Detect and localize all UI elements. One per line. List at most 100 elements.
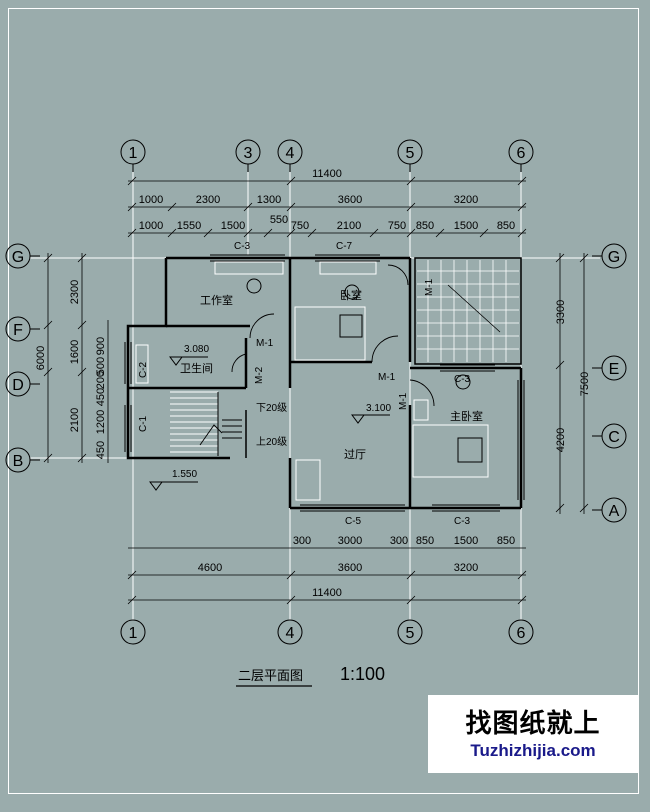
axis-label-bottom-5: 5: [406, 625, 415, 642]
dim-top-row1-5: 3200: [454, 194, 478, 206]
axis-label-bottom-1: 1: [129, 625, 138, 642]
room-label-bathroom: 卫生间: [180, 361, 213, 375]
elevation-labels: 3.080 3.100 1.550: [172, 344, 391, 480]
axis-label-left-g: G: [12, 249, 24, 266]
wall-west: [126, 258, 230, 460]
dim-top-row2-9: 1500: [454, 220, 478, 232]
dim-left-part-3: 2100: [69, 408, 81, 432]
dim-left-fine-5: 1200: [95, 410, 107, 434]
dim-left-fine-2: 500: [95, 357, 107, 375]
door-swings: [231, 264, 435, 407]
drawing-title-block: 二层平面图 1:100: [236, 664, 385, 687]
door-tag-m1-study: M-1: [256, 338, 274, 349]
dim-left-fine-3: 200: [95, 371, 107, 389]
dimensions-right: 3300 4200 7500: [555, 300, 591, 452]
window-tag-c7-top: C-7: [336, 241, 353, 252]
axis-label-bottom-4: 4: [286, 625, 295, 642]
opening-tags: C-3 C-7 C-3 C-5 C-3 C-2 C-1 M-1 M-2 M-1 …: [138, 241, 471, 527]
door-bedroom: [371, 335, 399, 363]
axis-grid-lines: [30, 170, 600, 620]
drawing-scale: 1:100: [340, 664, 385, 684]
elevation-hall: 3.100: [366, 403, 391, 414]
watermark-text-en: Tuzhizhijia.com: [470, 741, 596, 760]
dim-top-row2-3: 1500: [221, 220, 245, 232]
axis-label-right-a: A: [609, 503, 620, 520]
axis-label-right-e: E: [609, 361, 620, 378]
furniture: [135, 261, 489, 501]
stair-labels: 下20级 上20级: [256, 402, 287, 448]
axis-label-bottom-6: 6: [517, 625, 526, 642]
dim-bottom-row2-1: 4600: [198, 562, 222, 574]
window-tag-c3-master: C-3: [454, 374, 471, 385]
axis-label-top-4: 4: [286, 145, 295, 162]
dimensions-top: 11400 1000 2300 1300 3600 3200 1000 1550…: [139, 168, 515, 232]
dimensions-bottom: 300 3000 300 850 1500 850 4600 3600 3200…: [198, 535, 515, 599]
stair-up-label: 上20级: [256, 436, 287, 448]
axis-label-top-6: 6: [517, 145, 526, 162]
room-label-hall: 过厅: [344, 448, 366, 461]
terrace-tiles: [414, 257, 522, 365]
drawing-title: 二层平面图: [238, 668, 303, 683]
dim-top-row1-1: 1000: [139, 194, 163, 206]
watermark-text-cn: 找图纸就上: [465, 709, 601, 739]
bed-bedroom: [294, 306, 366, 361]
door-tag-m1-terrace: M-1: [424, 278, 435, 296]
dim-top-row2-4: 550: [270, 214, 288, 226]
dim-right-part-2: 4200: [555, 428, 567, 452]
elevation-bathroom: 3.080: [184, 344, 209, 355]
dim-top-row2-7: 750: [388, 220, 406, 232]
door-tag-m1-master: M-1: [398, 392, 409, 410]
dimensions-left: 6000 2300 1600 2100 900 500 200 450 1200…: [35, 280, 107, 459]
axis-label-top-1: 1: [129, 145, 138, 162]
axis-label-left-f: F: [13, 322, 23, 339]
dim-bottom-total: 11400: [312, 587, 342, 599]
axis-bubbles: [5, 139, 627, 645]
room-label-master-bedroom: 主卧室: [450, 409, 483, 423]
dim-left-part-2: 1600: [69, 340, 81, 364]
room-label-bedroom: 卧室: [340, 288, 362, 302]
stair-down-label: 下20级: [256, 402, 287, 414]
dim-bottom-row2-2: 3600: [338, 562, 362, 574]
dim-top-row1-4: 3600: [338, 194, 362, 206]
room-label-study: 工作室: [200, 293, 233, 307]
dim-bottom-row1-3: 300: [390, 535, 408, 547]
door-terrace: [387, 264, 409, 286]
room-labels: 工作室 卧室 卫生间 过厅 主卧室: [180, 288, 483, 461]
axis-labels-left: G F D B: [12, 249, 24, 470]
dim-top-row2-2: 1550: [177, 220, 201, 232]
dim-bottom-row1-4: 850: [416, 535, 434, 547]
door-master: [409, 379, 435, 407]
elevation-marks: [149, 356, 390, 491]
door-tag-m1-bedroom: M-1: [378, 372, 396, 383]
dim-bottom-row2-3: 3200: [454, 562, 478, 574]
window-tag-c5-bottom: C-5: [345, 516, 362, 527]
dim-left-fine-4: 450: [95, 388, 107, 406]
staircase: [170, 391, 247, 458]
axis-labels-bottom: 1 4 5 6: [129, 625, 526, 642]
axis-label-top-5: 5: [406, 145, 415, 162]
dim-top-row2-8: 850: [416, 220, 434, 232]
walls: [126, 256, 523, 510]
window-tag-c1-left: C-1: [138, 415, 149, 432]
dim-top-row2-5: 750: [291, 220, 309, 232]
door-tag-m2-bath: M-2: [254, 366, 265, 384]
axis-label-top-3: 3: [244, 145, 253, 162]
door-study: [249, 313, 275, 339]
dim-right-part-1: 3300: [555, 300, 567, 324]
dim-left-fine-1: 900: [95, 337, 107, 355]
dim-bottom-row1-1: 300: [293, 535, 311, 547]
dim-top-total: 11400: [312, 168, 342, 180]
elevation-stair-landing: 1.550: [172, 469, 197, 480]
axis-labels-top: 1 3 4 5 6: [129, 145, 526, 162]
watermark-badge: 找图纸就上 Tuzhizhijia.com: [428, 695, 638, 773]
window-tag-c3-top: C-3: [234, 241, 251, 252]
dimension-lines: [43, 176, 589, 605]
dim-left-total: 6000: [35, 346, 47, 370]
dim-bottom-row1-2: 3000: [338, 535, 362, 547]
axis-label-right-g: G: [608, 249, 620, 266]
dim-top-row1-2: 2300: [196, 194, 220, 206]
window-lines: [124, 254, 525, 512]
axis-labels-right: G E C A: [608, 249, 620, 520]
